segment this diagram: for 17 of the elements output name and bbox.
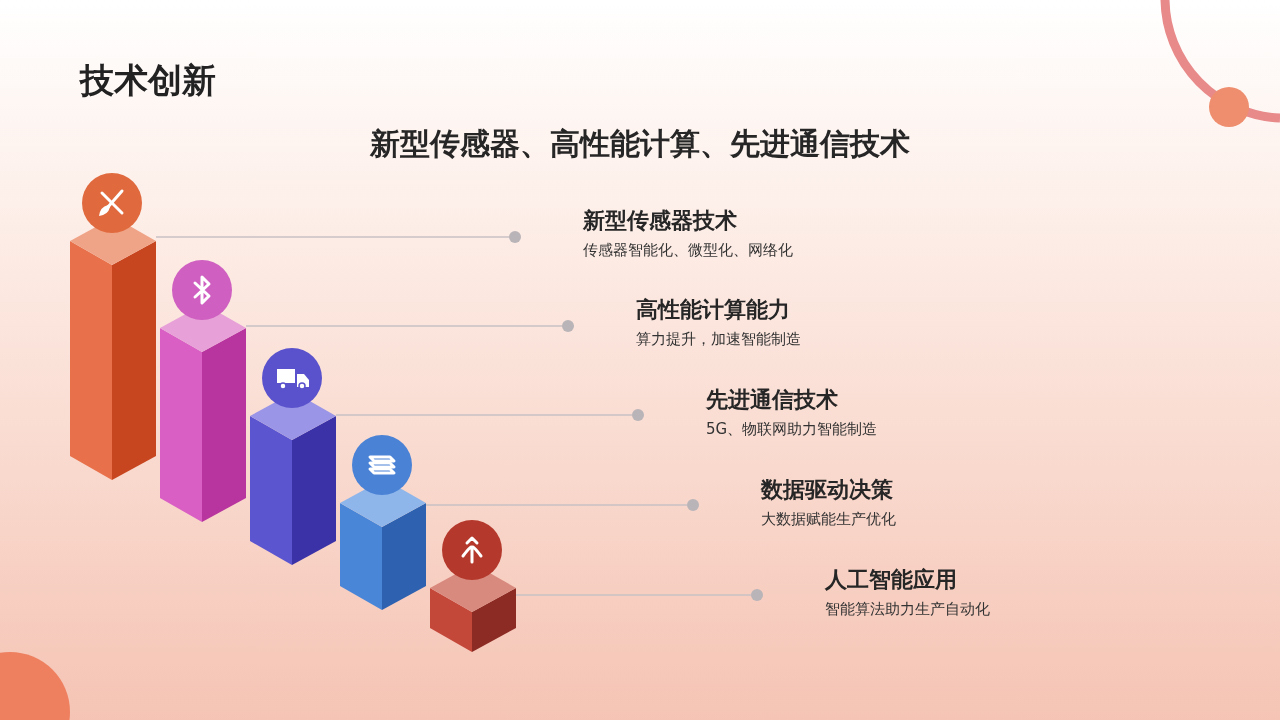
- item-heading: 高性能计算能力: [636, 296, 791, 324]
- leader-line: [155, 236, 510, 238]
- item-heading: 人工智能应用: [825, 566, 958, 594]
- subtitle: 新型传感器、高性能计算、先进通信技术: [370, 126, 910, 161]
- leader-line: [425, 504, 688, 506]
- item-heading: 新型传感器技术: [583, 207, 738, 235]
- item-description: 5G、物联网助力智能制造: [706, 419, 878, 439]
- item-description: 大数据赋能生产优化: [761, 509, 896, 529]
- item-description: 算力提升，加速智能制造: [636, 329, 801, 349]
- leader-line: [245, 325, 563, 327]
- leader-line: [515, 594, 752, 596]
- item-description: 智能算法助力生产自动化: [825, 599, 990, 619]
- leader-line: [335, 414, 633, 416]
- slide-title: 技术创新: [80, 59, 216, 102]
- item-heading: 先进通信技术: [706, 386, 839, 414]
- item-heading: 数据驱动决策: [761, 476, 894, 504]
- item-description: 传感器智能化、微型化、网络化: [583, 240, 793, 260]
